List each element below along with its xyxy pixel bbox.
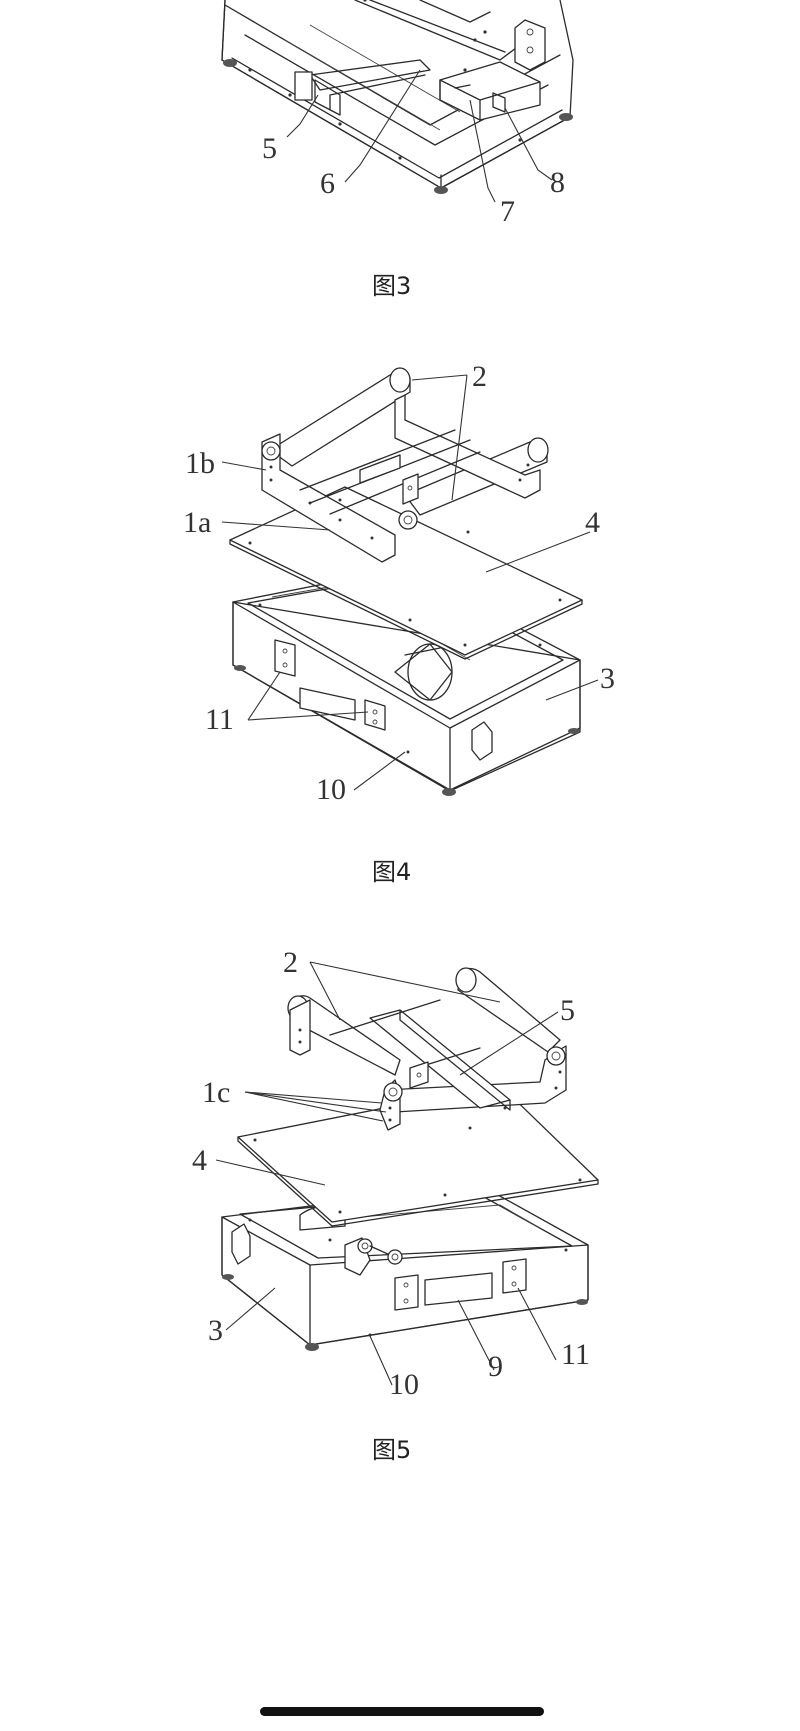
fig4-label-1a: 1a <box>183 506 211 539</box>
fig4-label-3: 3 <box>600 662 615 695</box>
fig3-caption: 图3 <box>372 272 411 300</box>
figure-3: 5 6 7 8 图3 <box>221 0 574 300</box>
fig5-label-3: 3 <box>208 1314 223 1347</box>
fig5-label-10: 10 <box>389 1368 419 1401</box>
fig3-label-8: 8 <box>550 166 565 199</box>
fig5-label-1c: 1c <box>202 1076 230 1109</box>
fig5-label-9: 9 <box>488 1350 503 1383</box>
fig4-label-2: 2 <box>472 360 487 393</box>
figure-5: 2 5 1c 4 3 11 10 9 图5 <box>192 946 599 1464</box>
fig4-drawing <box>229 367 583 796</box>
fig3-label-5: 5 <box>262 132 277 165</box>
fig5-label-2: 2 <box>283 946 298 979</box>
fig5-drawing <box>221 967 599 1351</box>
fig3-label-6: 6 <box>320 167 335 200</box>
figure-4: 2 1b 1a 4 3 11 10 图4 <box>183 360 615 886</box>
fig4-caption: 图4 <box>372 858 411 886</box>
fig5-caption: 图5 <box>372 1436 411 1464</box>
fig3-drawing <box>221 0 574 194</box>
fig4-label-11: 11 <box>205 703 234 736</box>
fig5-label-4: 4 <box>192 1144 207 1177</box>
fig5-label-5: 5 <box>560 994 575 1027</box>
fig5-label-11: 11 <box>561 1338 590 1371</box>
home-indicator-bar[interactable] <box>260 1707 544 1716</box>
fig4-label-4: 4 <box>585 506 600 539</box>
fig4-label-1b: 1b <box>185 447 215 480</box>
fig3-label-7: 7 <box>500 195 515 228</box>
fig4-label-10: 10 <box>316 773 346 806</box>
